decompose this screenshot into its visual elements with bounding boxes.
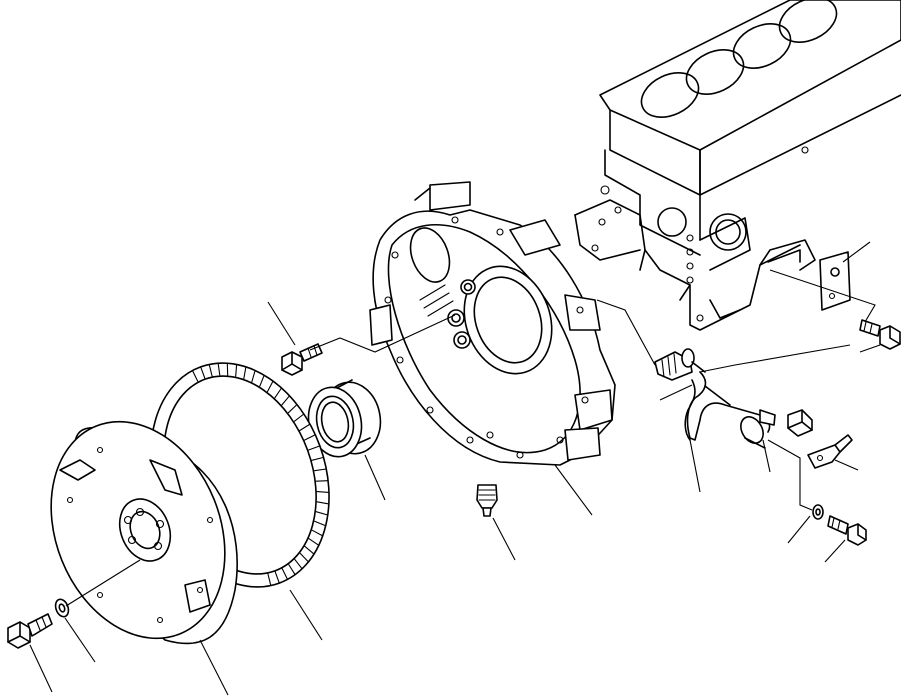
connector (787, 409, 813, 437)
gear-tooth (314, 520, 327, 527)
washer (54, 598, 70, 618)
sensor-harness (684, 371, 776, 441)
ring-gear-teeth (191, 362, 330, 587)
small-bolt (827, 515, 867, 546)
bracket-small (807, 434, 853, 469)
oil-seal (307, 379, 382, 458)
small-washer (812, 504, 824, 520)
gear-tooth (304, 545, 315, 555)
gear-tooth (217, 362, 221, 376)
gear-tooth (311, 456, 325, 461)
gear-tooth (266, 380, 274, 393)
gear-tooth (299, 552, 309, 563)
gear-tooth (311, 529, 324, 537)
gear-tooth (200, 366, 206, 379)
gear-tooth (243, 366, 247, 380)
flywheel-housing (369, 181, 616, 466)
gear-tooth (313, 468, 327, 472)
gear-tooth (281, 395, 291, 406)
gear-tooth (316, 491, 330, 493)
leader-lines (29, 241, 881, 696)
gear-tooth (251, 369, 256, 383)
gear-tooth (315, 480, 329, 482)
gear-tooth (303, 434, 316, 441)
gear-tooth (191, 370, 199, 382)
housing-bolt (281, 343, 323, 376)
gear-tooth (235, 363, 238, 377)
gear-tooth (316, 501, 330, 505)
flywheel (50, 420, 238, 645)
gear-tooth (308, 445, 321, 451)
gear-tooth (259, 374, 265, 387)
gear-tooth (208, 363, 213, 377)
gear-tooth (315, 511, 329, 516)
bolt-right (859, 319, 901, 350)
gear-tooth (288, 563, 296, 576)
drain-plug (476, 484, 498, 517)
gear-tooth (281, 568, 289, 580)
engine-block (574, 0, 901, 331)
bracket (819, 251, 851, 311)
gear-tooth (308, 538, 320, 546)
gear-tooth (293, 413, 305, 422)
gear-tooth (274, 571, 280, 584)
gear-tooth (267, 573, 272, 587)
assembly-lines (65, 269, 876, 607)
gear-tooth (299, 423, 311, 432)
gear-tooth (294, 558, 303, 570)
gear-tooth (287, 403, 298, 414)
gear-tooth (274, 387, 283, 399)
speed-sensor (654, 348, 706, 381)
clip (740, 416, 766, 449)
flywheel-bolt (7, 613, 53, 649)
